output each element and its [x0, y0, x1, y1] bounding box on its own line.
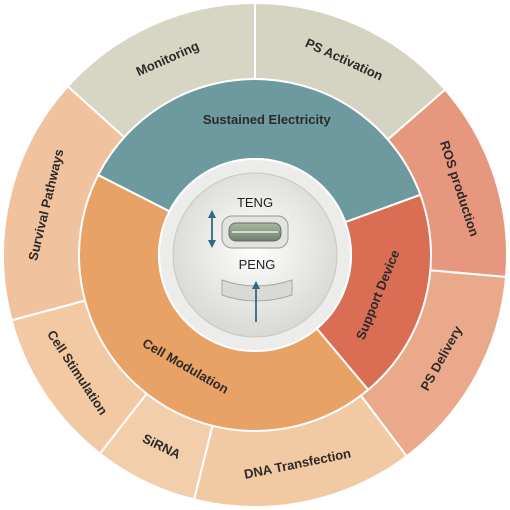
core-circle: TENG PENG [158, 158, 352, 352]
teng-motion-arrow-icon [208, 210, 216, 248]
peng-label: PENG [239, 257, 276, 272]
peng-force-arrow-icon [252, 281, 260, 322]
middle-label-sustained-electricity: Sustained Electricity [203, 112, 332, 127]
teng-label: TENG [237, 195, 273, 210]
peng-film-icon [221, 279, 293, 302]
teng-device-icon [221, 215, 289, 249]
